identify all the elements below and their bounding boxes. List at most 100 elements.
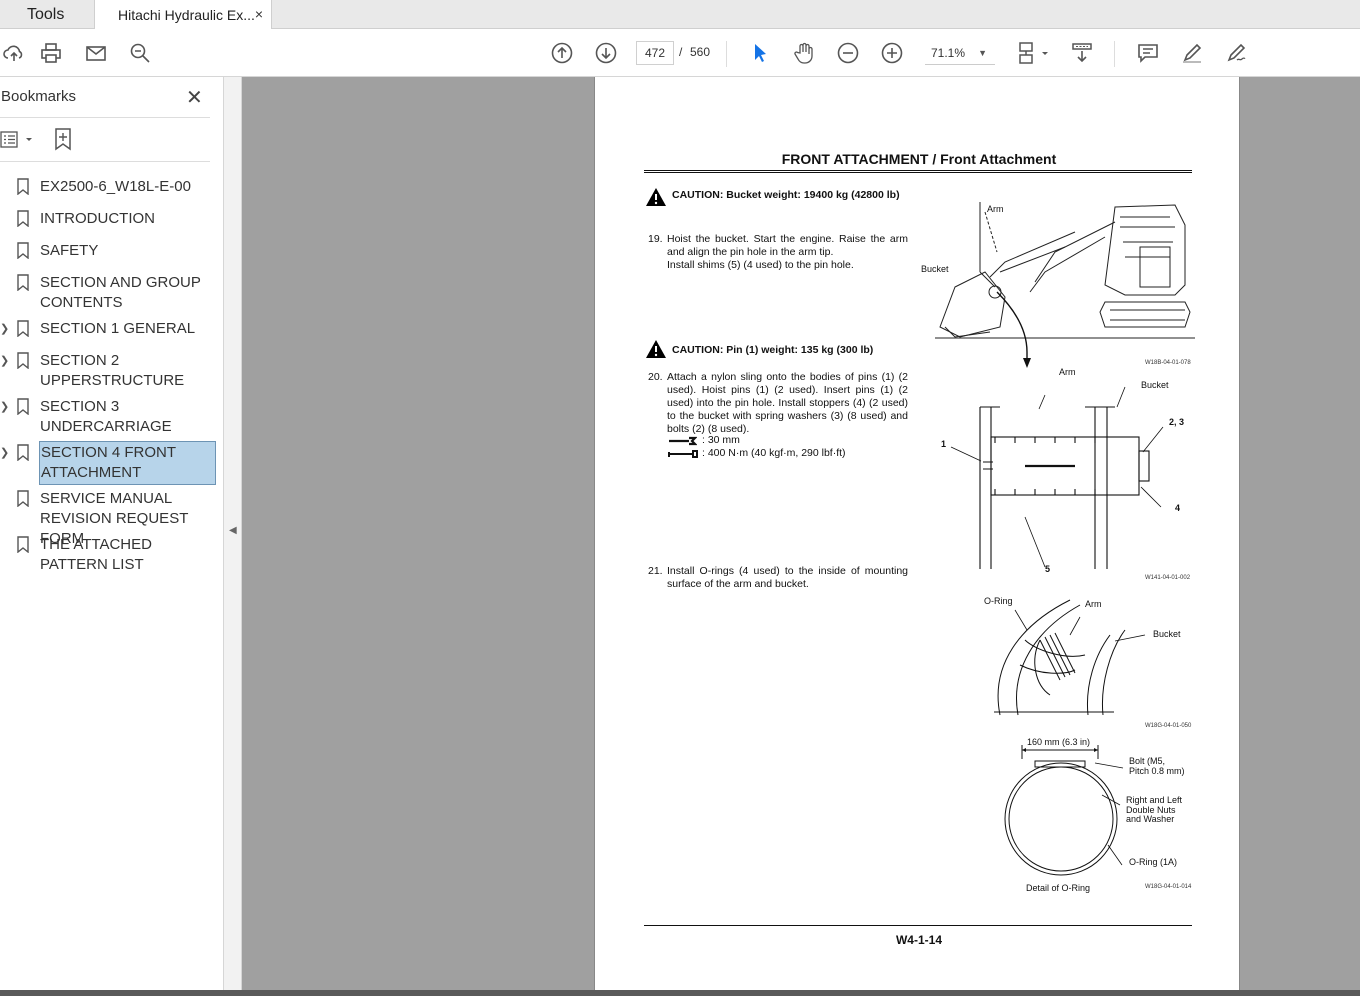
step-20: 20. Attach a nylon sling onto the bodies…	[645, 371, 910, 437]
spec-value: : 400 N·m (40 kgf·m, 290 lbf·ft)	[702, 447, 846, 459]
panel-splitter[interactable]: ◀	[224, 77, 242, 996]
figure-pin-section: Arm Bucket 1 2, 3 4 5 W141-04-01-002	[935, 367, 1195, 582]
figure-label-oring: O-Ring	[984, 596, 1013, 606]
step-text: Attach a nylon sling onto the bodies of …	[667, 371, 908, 435]
zoom-in-icon[interactable]	[878, 39, 906, 67]
comment-icon[interactable]	[1134, 39, 1162, 67]
close-panel-icon[interactable]: ✕	[186, 87, 203, 109]
bookmarks-panel-title: Bookmarks	[1, 88, 77, 105]
toolbar-divider	[726, 41, 727, 67]
figure-label-2-3: 2, 3	[1169, 417, 1185, 427]
oring-install-diagram	[994, 599, 1146, 716]
next-page-icon[interactable]	[592, 39, 620, 67]
excavator-illustration	[935, 202, 1195, 368]
bookmark-label: THE ATTACHED PATTERN LIST	[40, 536, 152, 573]
sign-icon[interactable]	[1222, 39, 1250, 67]
torque-wrench-icon	[668, 450, 698, 458]
bookmark-icon	[17, 210, 29, 227]
chevron-right-icon[interactable]: ❯	[0, 401, 10, 413]
figure-label-1: 1	[941, 439, 947, 449]
caution-pin-weight: CAUTION: Pin (1) weight: 135 kg (300 lb)	[645, 339, 910, 361]
pdf-page: FRONT ATTACHMENT / Front Attachment CAUT…	[594, 77, 1240, 990]
figure-id: W18G-04-01-014	[1145, 884, 1192, 890]
figure-hoist-bucket: Arm Bucket W18B-04-01-078	[915, 192, 1195, 368]
previous-page-icon[interactable]	[548, 39, 576, 67]
figure-label-arm: Arm	[1085, 599, 1102, 609]
zoom-level-select[interactable]: 71.1% ▼	[925, 41, 995, 65]
scroll-mode-icon[interactable]	[1068, 39, 1096, 67]
bookmarks-toolbar	[0, 127, 100, 153]
tab-close-icon[interactable]: ×	[254, 6, 263, 22]
step-number: 19.	[648, 233, 663, 245]
chevron-right-icon[interactable]: ❯	[0, 447, 10, 459]
figure-caption: Detail of O-Ring	[1026, 883, 1091, 893]
figure-label-bolt: Bolt (M5,	[1129, 756, 1166, 766]
tab-tools[interactable]: Tools	[27, 5, 65, 23]
page-display-icon[interactable]	[1013, 39, 1053, 67]
figure-label-bolt-pitch: Pitch 0.8 mm)	[1129, 766, 1185, 776]
page-number-input[interactable]: 472	[636, 41, 674, 65]
figure-label-4: 4	[1175, 503, 1181, 513]
figure-label-bucket: Bucket	[1141, 380, 1169, 390]
toolbar-divider	[1114, 41, 1115, 67]
figure-label-nuts: Double Nuts	[1126, 805, 1176, 815]
upload-icon[interactable]	[0, 39, 28, 67]
panel-divider	[0, 117, 210, 118]
chevron-right-icon[interactable]: ❯	[0, 323, 10, 335]
figure-label-arm: Arm	[1059, 367, 1076, 377]
figure-id: W141-04-01-002	[1145, 575, 1191, 581]
bookmark-icon	[17, 398, 29, 415]
bookmark-label: SECTION 4 FRONT ATTACHMENT	[39, 441, 216, 485]
page-separator: /	[679, 45, 683, 59]
step-text: Install O-rings (4 used) to the inside o…	[667, 565, 908, 590]
highlight-pen-icon[interactable]	[1178, 39, 1206, 67]
chevron-right-icon[interactable]: ❯	[0, 355, 10, 367]
hand-tool-icon[interactable]	[790, 39, 818, 67]
search-icon[interactable]	[126, 39, 154, 67]
step-text: Hoist the bucket. Start the engine. Rais…	[667, 233, 908, 258]
zoom-level-value: 71.1%	[931, 46, 966, 60]
figure-oring-detail: 160 mm (6.3 in) Bolt (M5, Pitch 0.8 mm) …	[1000, 735, 1195, 895]
wrench-icon	[669, 436, 697, 446]
bookmark-label: SECTION 1 GENERAL	[40, 320, 196, 337]
spec-value: : 30 mm	[702, 434, 740, 446]
email-icon[interactable]	[82, 39, 110, 67]
page-total: 560	[690, 45, 711, 59]
chevron-down-icon: ▼	[978, 48, 987, 58]
bookmark-label: SECTION 2 UPPERSTRUCTURE	[40, 352, 185, 389]
taskbar-edge	[0, 990, 1360, 996]
step-21: 21. Install O-rings (4 used) to the insi…	[645, 565, 910, 593]
print-icon[interactable]	[37, 39, 65, 67]
bookmark-label: EX2500-6_W18L-E-00	[40, 178, 191, 195]
bookmark-icon	[17, 536, 29, 553]
zoom-out-icon[interactable]	[834, 39, 862, 67]
page-title: FRONT ATTACHMENT / Front Attachment	[781, 151, 1057, 167]
figure-id: W18B-04-01-078	[1145, 360, 1191, 366]
bookmark-label: SAFETY	[40, 242, 99, 259]
bookmark-icon	[17, 444, 29, 461]
bookmark-label: INTRODUCTION	[40, 210, 155, 227]
title-rule	[644, 170, 1192, 173]
page-footer-number: W4-1-14	[895, 933, 942, 947]
panel-divider	[0, 161, 210, 162]
caution-bucket-weight: CAUTION: Bucket weight: 19400 kg (42800 …	[645, 187, 910, 217]
figure-label-bucket: Bucket	[1153, 629, 1181, 639]
tab-document[interactable]: Hitachi Hydraulic Ex... ×	[94, 0, 272, 30]
figure-label-dimension: 160 mm (6.3 in)	[1027, 737, 1091, 747]
bookmark-icon	[17, 320, 29, 337]
tab-bar: Tools Hitachi Hydraulic Ex... ×	[0, 0, 1360, 30]
figure-label-oring: O-Ring (1A)	[1129, 857, 1178, 867]
select-cursor-icon[interactable]	[746, 39, 774, 67]
bookmark-options-icon[interactable]	[0, 129, 36, 151]
new-bookmark-icon[interactable]	[52, 127, 76, 153]
bookmark-icon	[17, 274, 29, 291]
figure-label-nuts: and Washer	[1126, 814, 1175, 824]
bookmark-label: SECTION 3 UNDERCARRIAGE	[40, 398, 172, 435]
collapse-panel-icon[interactable]: ◀	[229, 525, 237, 536]
document-viewer[interactable]: FRONT ATTACHMENT / Front Attachment CAUT…	[242, 77, 1360, 990]
bookmark-icon	[17, 490, 29, 507]
bookmark-icon	[17, 352, 29, 369]
bookmark-label: SERVICE MANUAL REVISION REQUEST FORM	[40, 490, 189, 547]
step-number: 20.	[648, 371, 663, 383]
